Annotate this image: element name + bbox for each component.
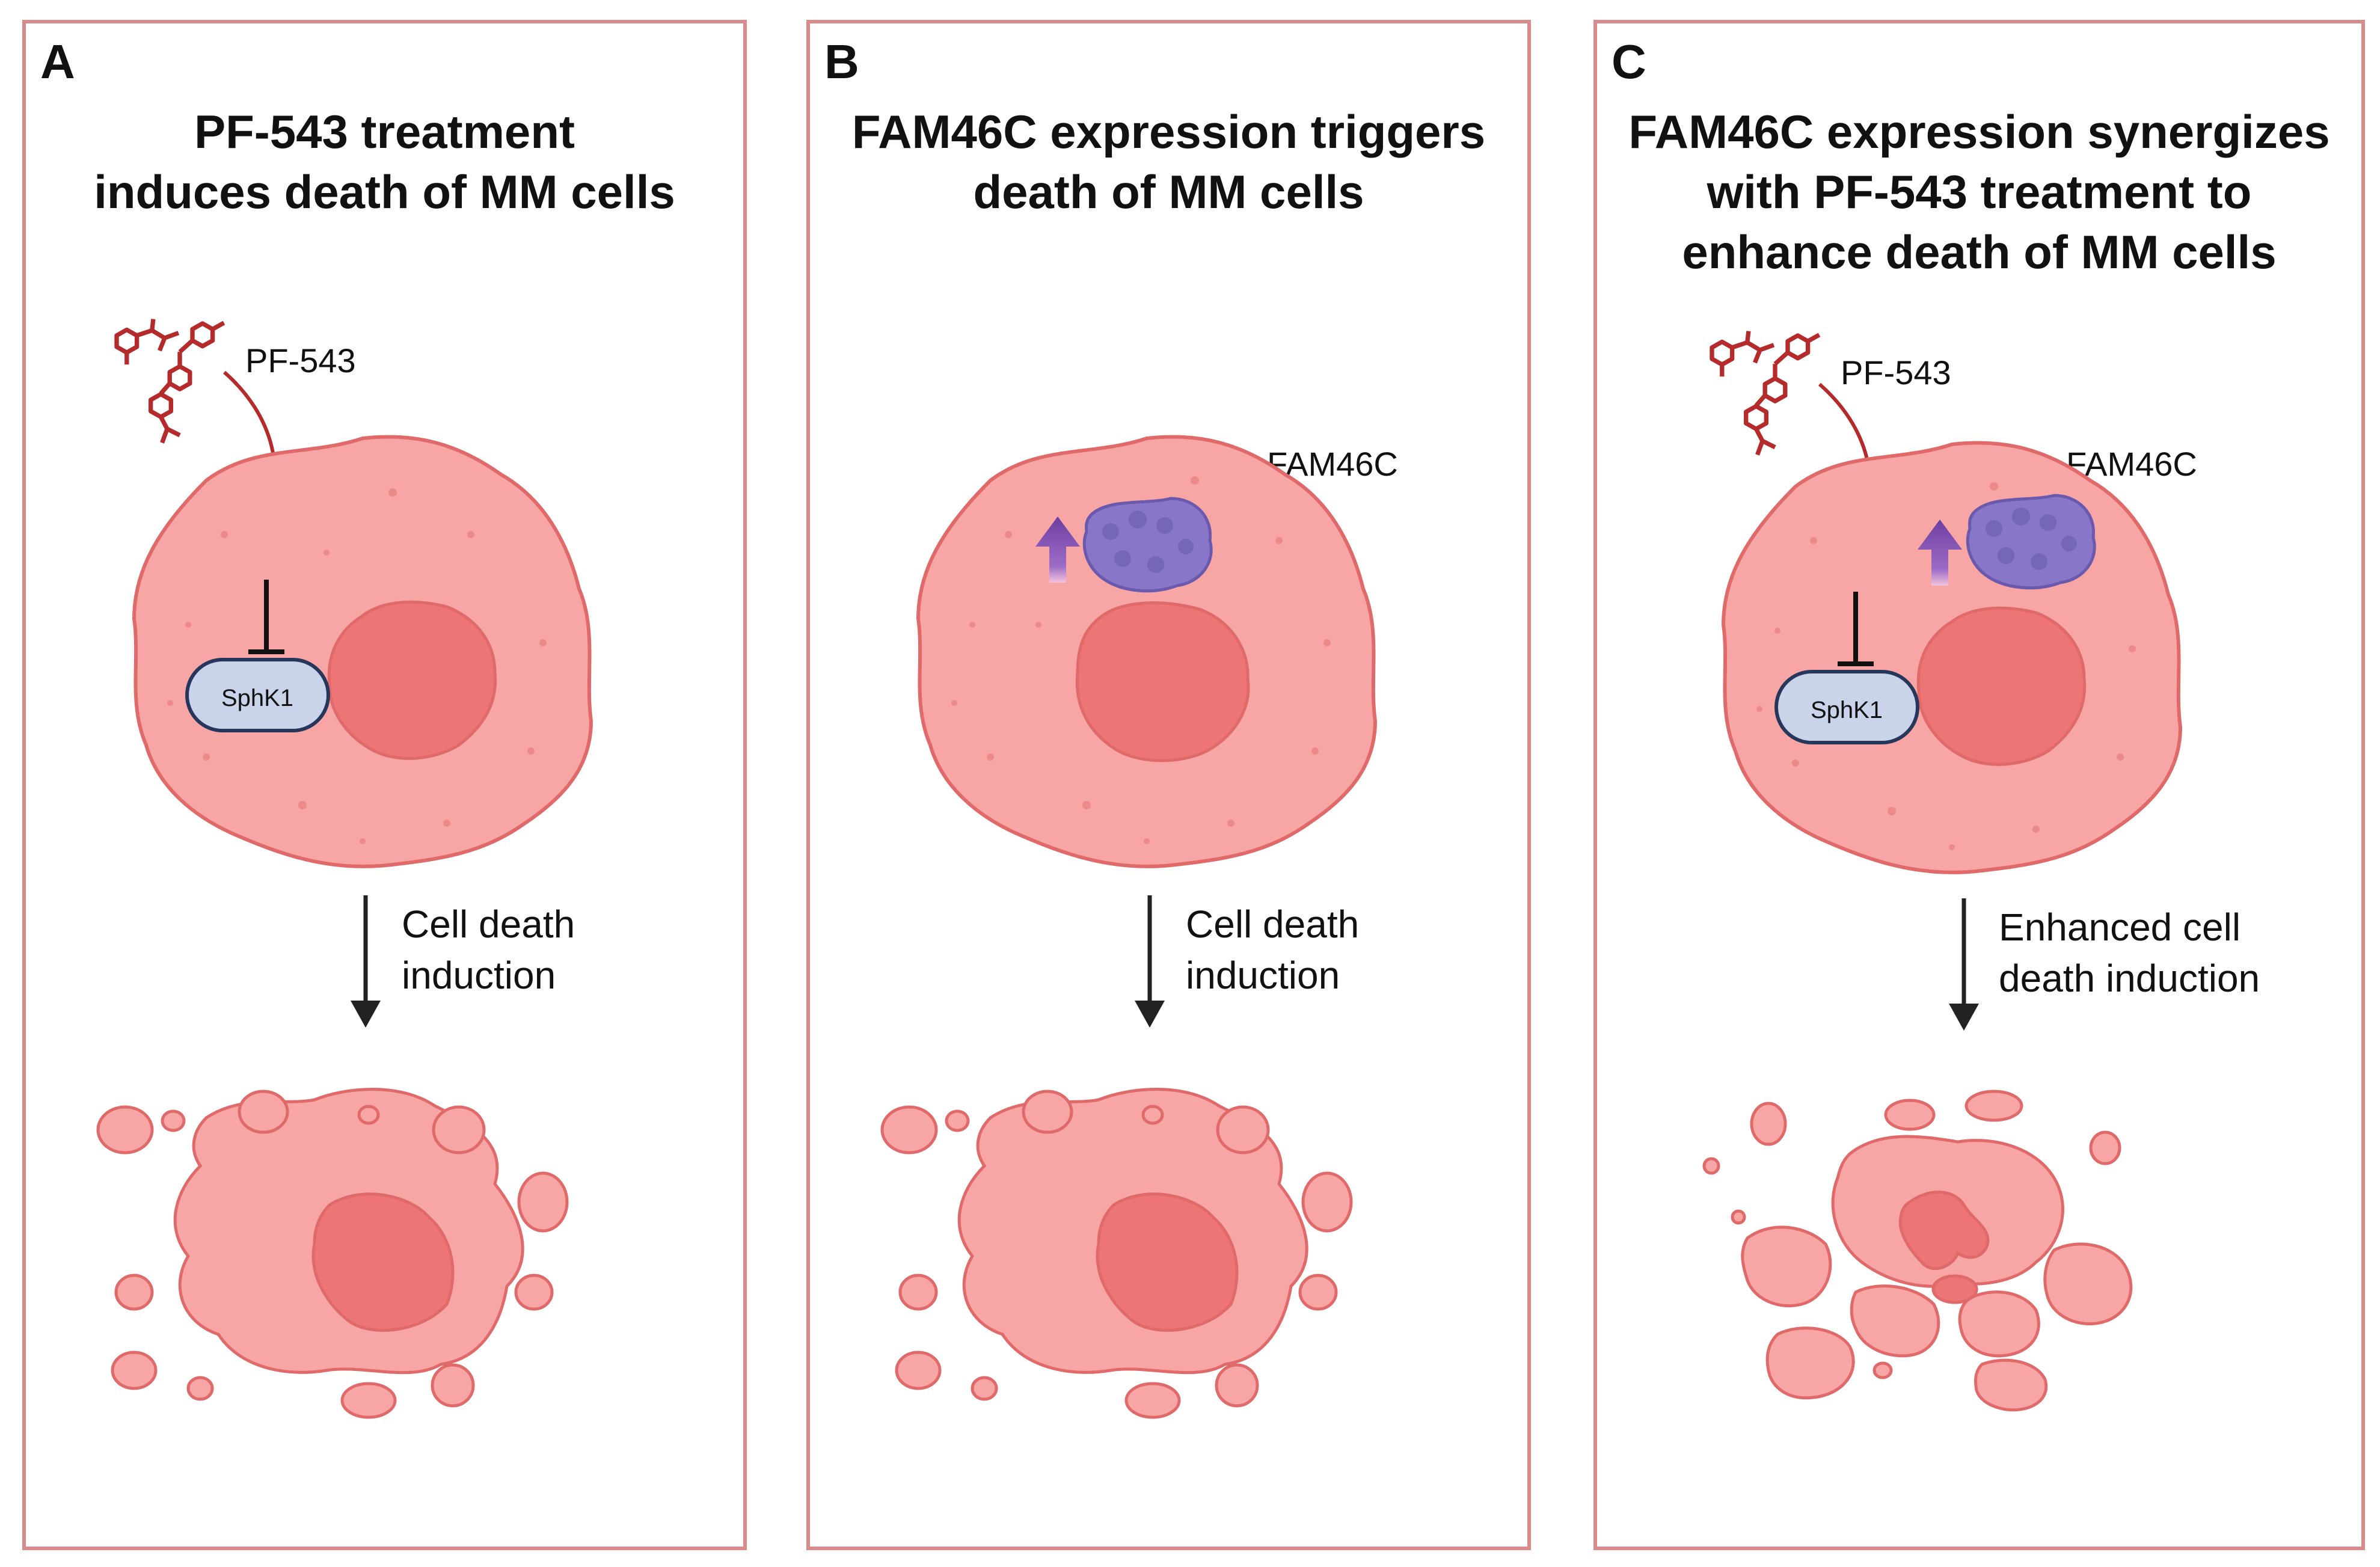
myeloma-cell [132,435,593,868]
sphk1-label: SphK1 [221,685,293,711]
dying-nucleus [311,1192,455,1332]
sphk1-label: SphK1 [1811,697,1883,723]
panel-a-illustration: PF-543 SphK1 Cell death induction [96,23,593,1419]
protein-label: FAM46C [2066,445,2197,483]
fam46c-protein-icon [1966,494,2096,590]
nucleus [327,600,497,760]
panel-b-illustration: FAM46C Cell death induction [880,435,1398,1419]
dying-nucleus [1096,1192,1239,1332]
nucleus-fragment [1931,1274,1978,1304]
panel-letter: B [824,35,859,88]
arrow-label-line: Enhanced cell [1999,906,2240,949]
drug-label: PF-543 [1841,354,1951,391]
panel-letter: A [40,35,75,88]
panel-title-line: death of MM cells [973,165,1364,218]
panel-title-line: induces death of MM cells [94,165,675,218]
panel-title: FAM46C expression triggers death of MM c… [810,102,1527,222]
panel-title: FAM46C expression synergizes with PF-543… [1597,102,2361,282]
panel-b: B FAM46C expression triggers death of MM… [806,20,1531,1550]
panel-a: A PF-543 treatment induces death of MM c… [22,20,747,1550]
panel-title-line: PF-543 treatment [194,105,575,158]
panel-title: PF-543 treatment induces death of MM cel… [26,102,743,222]
panel-c: C FAM46C expression synergizes with PF-5… [1593,20,2365,1550]
nucleus [1075,601,1250,762]
fam46c-protein-icon [1082,497,1213,593]
panel-title-line: FAM46C expression triggers [851,105,1486,158]
fragmented-nucleus [1898,1191,1990,1271]
down-arrow-head [351,1001,381,1028]
nucleus [1916,606,2087,766]
pf-543-molecule-icon [117,319,224,443]
arrow-label-line: Cell death [1186,903,1359,946]
arrow-label-line: death induction [1999,957,2260,1000]
panel-letter: C [1612,35,1646,88]
upregulation-arrow-icon [1035,517,1080,583]
down-arrow-head [1949,1004,1979,1031]
down-arrow-head [1135,1001,1165,1028]
sphk1-enzyme [1774,670,1919,744]
drug-label: PF-543 [245,342,356,379]
panel-c-illustration: PF-543 FAM46C SphK1 [1702,23,2260,1412]
arrow-label-line: Cell death [402,903,575,946]
pf-543-molecule-icon [1712,331,1820,455]
panel-title-line: FAM46C expression synergizes [1628,105,2330,158]
myeloma-cell [916,435,1378,868]
upregulation-arrow-icon [1918,520,1962,586]
panel-title-line: enhance death of MM cells [1682,225,2277,278]
panel-title-line: with PF-543 treatment to [1707,165,2252,218]
arrow-label-line: induction [1186,954,1340,997]
arrow-label-line: induction [402,954,556,997]
myeloma-cell [1721,441,2183,874]
sphk1-enzyme [185,658,330,732]
